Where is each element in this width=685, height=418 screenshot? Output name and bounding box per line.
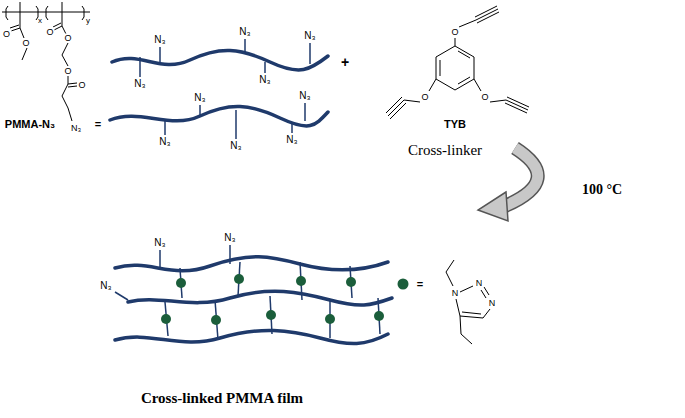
azide-label: N₃ bbox=[158, 137, 171, 147]
azide-label: N₃ bbox=[153, 238, 166, 248]
tyb-structure bbox=[386, 6, 529, 119]
azide-label: N₃ bbox=[99, 281, 112, 291]
azide-label: N₃ bbox=[285, 135, 298, 145]
atom-label: O bbox=[63, 67, 72, 76]
atom-label: O bbox=[63, 34, 72, 43]
azide-label: N₃ bbox=[303, 31, 316, 41]
triazole-dots bbox=[161, 274, 409, 325]
azide-label: N₃ bbox=[223, 233, 236, 243]
azide-label: N₃ bbox=[70, 124, 82, 133]
azide-label: N₃ bbox=[238, 27, 251, 37]
crosslinked-chains bbox=[115, 257, 392, 344]
azide-label: N₃ bbox=[258, 75, 271, 85]
azide-label: N₃ bbox=[153, 35, 166, 45]
azide-label: N₃ bbox=[193, 93, 206, 103]
polymer-chains bbox=[110, 50, 328, 126]
subscript: y bbox=[86, 17, 90, 25]
atom-label: N bbox=[451, 289, 460, 298]
plus-sign: + bbox=[341, 55, 349, 69]
equals-sign: = bbox=[95, 119, 101, 130]
atom-label: N bbox=[488, 299, 497, 308]
atom-label: O bbox=[450, 28, 459, 37]
subscript: x bbox=[38, 17, 42, 25]
triazole-structure bbox=[446, 260, 490, 344]
curved-arrow bbox=[478, 148, 538, 221]
azide-label: N₃ bbox=[229, 141, 242, 151]
atom-label: O bbox=[2, 30, 11, 39]
atom-label: O bbox=[420, 93, 429, 102]
equals-sign: = bbox=[417, 279, 423, 290]
atom-label: O bbox=[21, 39, 30, 48]
polymer-name: PMMA-N₃ bbox=[5, 119, 55, 130]
pmma-structure bbox=[2, 2, 90, 121]
atom-label: O bbox=[480, 93, 489, 102]
azide-label: N₃ bbox=[133, 79, 146, 89]
atom-label: N bbox=[475, 279, 484, 288]
condition-label: 100 °C bbox=[582, 183, 622, 197]
atom-label: O bbox=[45, 28, 54, 37]
compound-name: TYB bbox=[444, 119, 466, 130]
caption-label: Cross-linked PMMA film bbox=[141, 391, 303, 406]
azide-label: N₃ bbox=[298, 91, 311, 101]
azide-stubs bbox=[140, 39, 310, 139]
role-label: Cross-linker bbox=[408, 143, 482, 158]
atom-label: O bbox=[77, 81, 86, 90]
